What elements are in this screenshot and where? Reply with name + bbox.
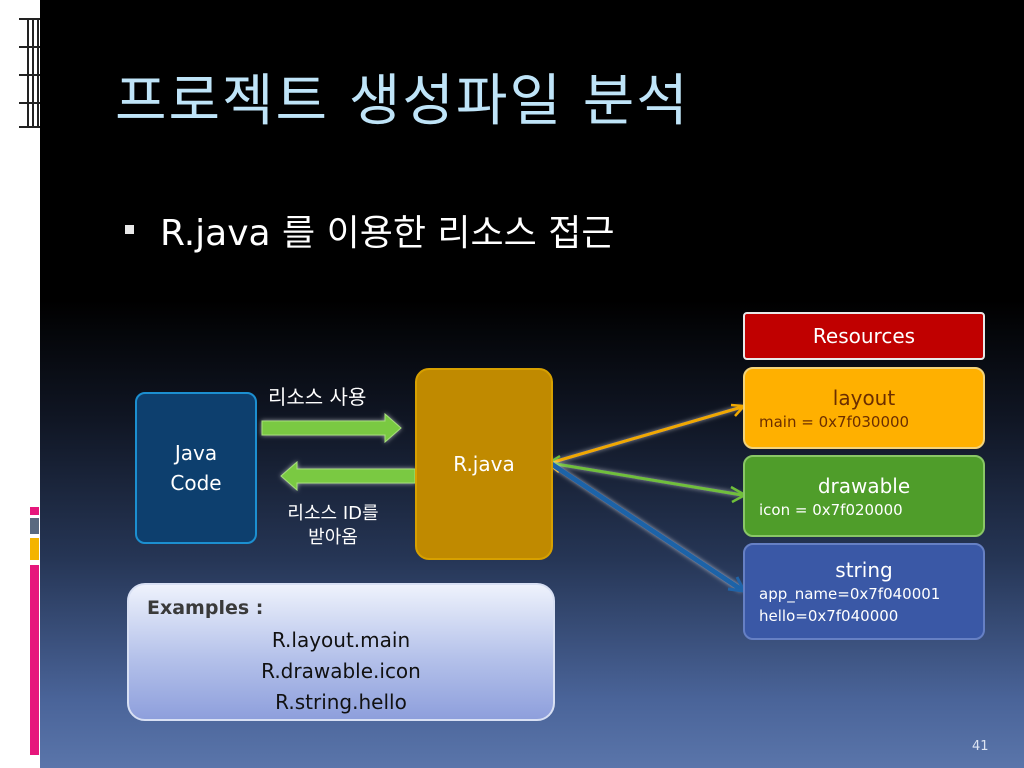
arrow-to-drawable [549, 461, 743, 497]
resource-id-label-line-2: 받아옴 [308, 527, 358, 548]
examples-title: Examples : [147, 597, 264, 619]
resource-card-string: string app_name=0x7f040001 hello=0x7f040… [743, 543, 985, 640]
resource-card-line: main = 0x7f030000 [759, 413, 910, 431]
examples-box: Examples : R.layout.main R.drawable.icon… [127, 583, 555, 721]
resource-id-label-line-1: 리소스 ID를 [287, 503, 379, 524]
resource-card-line: icon = 0x7f020000 [759, 501, 903, 519]
resource-card-drawable: drawable icon = 0x7f020000 [743, 455, 985, 537]
bullet-text: R.java 를 이용한 리소스 접근 [160, 213, 615, 254]
slide-number: 41 [972, 739, 989, 754]
decorative-grid-horizontal [19, 18, 40, 128]
resource-card-title: layout [832, 386, 896, 410]
java-code-box: Java Code [135, 392, 257, 544]
resource-card-title: drawable [817, 474, 911, 498]
resource-use-label: 리소스 사용 [268, 385, 367, 409]
example-line: R.drawable.icon [261, 659, 421, 683]
decorative-stripe-yellow [30, 538, 39, 560]
resources-header-label: Resources [812, 324, 916, 348]
arrow-to-string [548, 460, 744, 593]
resource-card-title: string [835, 558, 893, 582]
resource-card-line: app_name=0x7f040001 [759, 585, 941, 603]
example-line: R.layout.main [271, 628, 411, 652]
rjava-box: R.java [415, 368, 553, 560]
resource-id-label: 리소스 ID를 받아옴 [270, 502, 396, 550]
java-code-line-1: Java [174, 441, 218, 465]
decorative-stripe-pink [30, 507, 39, 515]
slide-title: 프로젝트 생성파일 분석 [115, 69, 690, 134]
bullet-marker [125, 225, 134, 234]
resource-card-line: hello=0x7f040000 [759, 607, 899, 625]
decorative-stripe-magenta [30, 565, 39, 755]
arrow-right-use [261, 412, 402, 444]
rjava-label: R.java [453, 452, 515, 476]
left-decoration-strip [0, 0, 40, 768]
example-line: R.string.hello [275, 690, 407, 714]
examples-list: R.layout.main R.drawable.icon R.string.h… [129, 625, 553, 718]
resource-card-layout: layout main = 0x7f030000 [743, 367, 985, 449]
resources-header: Resources [743, 312, 985, 360]
arrow-to-layout [549, 405, 743, 465]
java-code-line-2: Code [170, 471, 222, 495]
arrow-left-id [280, 460, 416, 492]
decorative-stripe-gray [30, 518, 39, 534]
decorative-grid-vertical [27, 18, 40, 128]
